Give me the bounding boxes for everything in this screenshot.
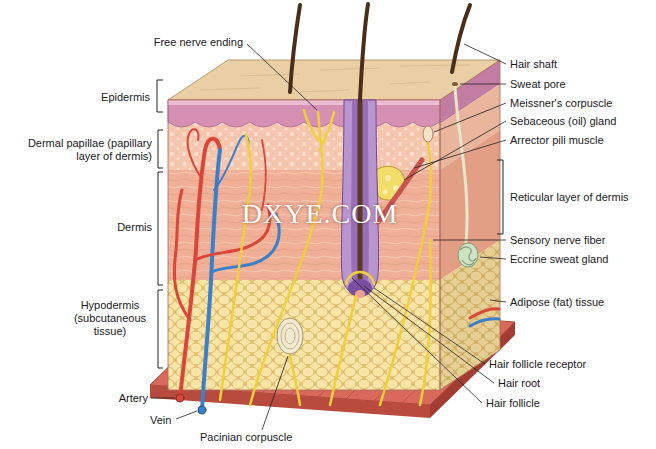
nerves xyxy=(420,240,431,405)
blood-vessels xyxy=(470,309,499,318)
watermark: DXYE.COM xyxy=(200,198,440,230)
skin-block xyxy=(440,60,500,390)
leader-lines xyxy=(176,411,197,419)
hair-follicle xyxy=(351,100,369,289)
layer-label: Dermal papillae (papillary layer of derm… xyxy=(4,137,152,163)
structure-label: Free nerve ending xyxy=(143,36,243,49)
structure-label: Sebaceous (oil) gland xyxy=(510,115,650,128)
leader-lines xyxy=(364,286,494,383)
hair-shafts xyxy=(452,5,470,72)
leader-lines xyxy=(490,300,506,302)
blood-vessels xyxy=(188,129,200,176)
sweat-gland xyxy=(455,86,467,243)
nerves xyxy=(304,110,334,150)
sebaceous-gland xyxy=(376,166,405,200)
hair-follicle xyxy=(358,100,363,284)
nerves xyxy=(346,272,374,284)
leader-lines xyxy=(352,278,482,403)
structure-label: Eccrine sweat gland xyxy=(510,253,650,266)
layer-label: Reticular layer of dermis xyxy=(510,191,652,204)
leader-lines xyxy=(414,140,506,168)
layer-label: Hypodermis (subcutaneous tissue) xyxy=(68,299,152,338)
structure-label: Meissner's corpuscle xyxy=(510,97,650,110)
structure-label: Hair follicle xyxy=(486,397,636,410)
structure-label: Hair root xyxy=(498,377,638,390)
nerves xyxy=(220,135,251,400)
skin-block xyxy=(168,60,500,390)
layer-label: Dermis xyxy=(90,221,152,234)
blood-vessels xyxy=(174,129,499,414)
brackets xyxy=(158,172,163,285)
hair-shafts xyxy=(290,4,470,100)
sebaceous-gland xyxy=(383,190,388,195)
leader-lines xyxy=(151,398,175,399)
skin-block xyxy=(168,100,440,105)
leader-lines xyxy=(433,240,506,241)
brackets xyxy=(158,290,163,368)
structure-label: Artery xyxy=(90,392,148,405)
structure-label: Pacinian corpuscle xyxy=(200,431,340,444)
leader-lines xyxy=(262,356,288,430)
structure-label: Adipose (fat) tissue xyxy=(510,296,650,309)
layer-label: Epidermis xyxy=(90,91,150,104)
leader-lines xyxy=(151,44,506,430)
leader-lines xyxy=(404,121,506,180)
leader-lines xyxy=(480,257,506,259)
sweat-gland xyxy=(460,247,476,265)
structure-label: Sensory nerve fiber xyxy=(510,234,650,247)
receptors xyxy=(285,328,295,344)
blood-vessels xyxy=(214,136,248,190)
hair-follicle xyxy=(341,100,378,295)
blood-vessels xyxy=(174,190,190,320)
blood-vessels xyxy=(202,150,220,410)
brackets xyxy=(157,80,503,368)
structure-label: Arrector pili muscle xyxy=(510,134,650,147)
structure-label: Vein xyxy=(150,414,210,427)
nerves xyxy=(380,143,431,405)
leader-lines xyxy=(464,44,506,64)
sebaceous-gland xyxy=(385,175,391,181)
receptors xyxy=(281,323,299,349)
nerves xyxy=(330,296,356,405)
leader-lines xyxy=(247,44,317,110)
hair-shafts xyxy=(360,4,368,100)
skin-block xyxy=(200,65,470,92)
nerves xyxy=(220,110,431,405)
nerves xyxy=(290,355,300,405)
sweat-gland xyxy=(458,243,478,267)
sweat-gland xyxy=(452,82,478,267)
leader-lines xyxy=(460,84,506,85)
structure-label: Hair follicle receptor xyxy=(489,358,639,371)
structure-label: Hair shaft xyxy=(510,58,650,71)
hair-shafts xyxy=(290,5,300,92)
brackets xyxy=(157,80,163,112)
receptors xyxy=(277,318,303,354)
brackets xyxy=(497,160,503,234)
blood-vessels xyxy=(180,139,220,398)
sebaceous-gland xyxy=(376,166,405,200)
sweat-gland xyxy=(452,82,458,86)
brackets xyxy=(158,130,163,168)
structure-label: Sweat pore xyxy=(510,78,650,91)
blood-vessels xyxy=(198,406,206,414)
receptors xyxy=(423,126,433,142)
blood-vessels xyxy=(470,319,499,326)
skin-block xyxy=(200,65,470,92)
blood-vessels xyxy=(176,394,184,402)
